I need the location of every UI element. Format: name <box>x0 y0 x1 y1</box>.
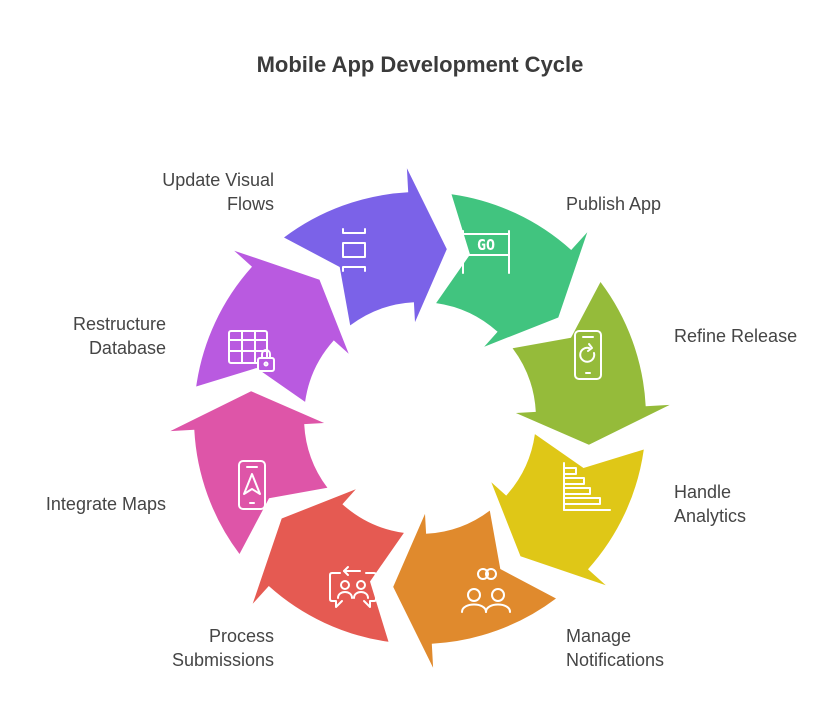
cycle-segment-refine-release <box>512 282 670 445</box>
cycle-segment-integrate-maps <box>170 391 328 554</box>
step-label-handle-analytics: Handle Analytics <box>674 480 746 528</box>
step-label-manage-notifications: Manage Notifications <box>566 624 664 672</box>
cycle-segment-process-submissions <box>252 489 404 642</box>
visual-flow-icon <box>342 228 366 272</box>
step-label-line: Manage <box>566 626 632 646</box>
bar-chart-icon <box>563 462 611 511</box>
step-label-line: Integrate Maps <box>45 494 166 514</box>
step-label-restructure-database: Restructure Database <box>73 312 166 360</box>
step-label-refine-release: Refine Release <box>674 324 797 348</box>
table-lock-icon <box>228 330 275 372</box>
step-label-line: Handle <box>674 482 732 502</box>
phone-refresh-icon <box>574 330 602 380</box>
chat-exchange-icon <box>329 566 377 608</box>
step-label-line: Refine Release <box>674 326 798 346</box>
step-label-publish-app: Publish App <box>566 192 661 216</box>
step-label-line: Notifications <box>566 650 665 670</box>
step-label-line: Submissions <box>171 650 274 670</box>
step-label-line: Analytics <box>674 506 747 526</box>
step-label-line: Publish App <box>566 194 662 214</box>
step-label-integrate-maps: Integrate Maps <box>46 492 166 516</box>
step-label-line: Restructure <box>72 314 166 334</box>
cycle-segment-publish-app <box>436 194 588 347</box>
step-label-line: Database <box>88 338 166 358</box>
users-link-icon <box>461 568 511 613</box>
go-sign-icon: GO <box>462 230 510 274</box>
page-title: Mobile App Development Cycle <box>256 52 584 77</box>
step-label-line: Process <box>208 626 274 646</box>
cycle-segment-restructure-database <box>196 250 349 402</box>
phone-navigation-icon <box>238 460 266 510</box>
go-sign-text: GO <box>477 236 495 254</box>
step-label-line: Flows <box>226 194 274 214</box>
step-label-process-submissions: Process Submissions <box>172 624 274 672</box>
step-label-update-visual-flows: Update Visual Flows <box>162 168 274 216</box>
step-label-line: Update Visual <box>162 170 274 190</box>
